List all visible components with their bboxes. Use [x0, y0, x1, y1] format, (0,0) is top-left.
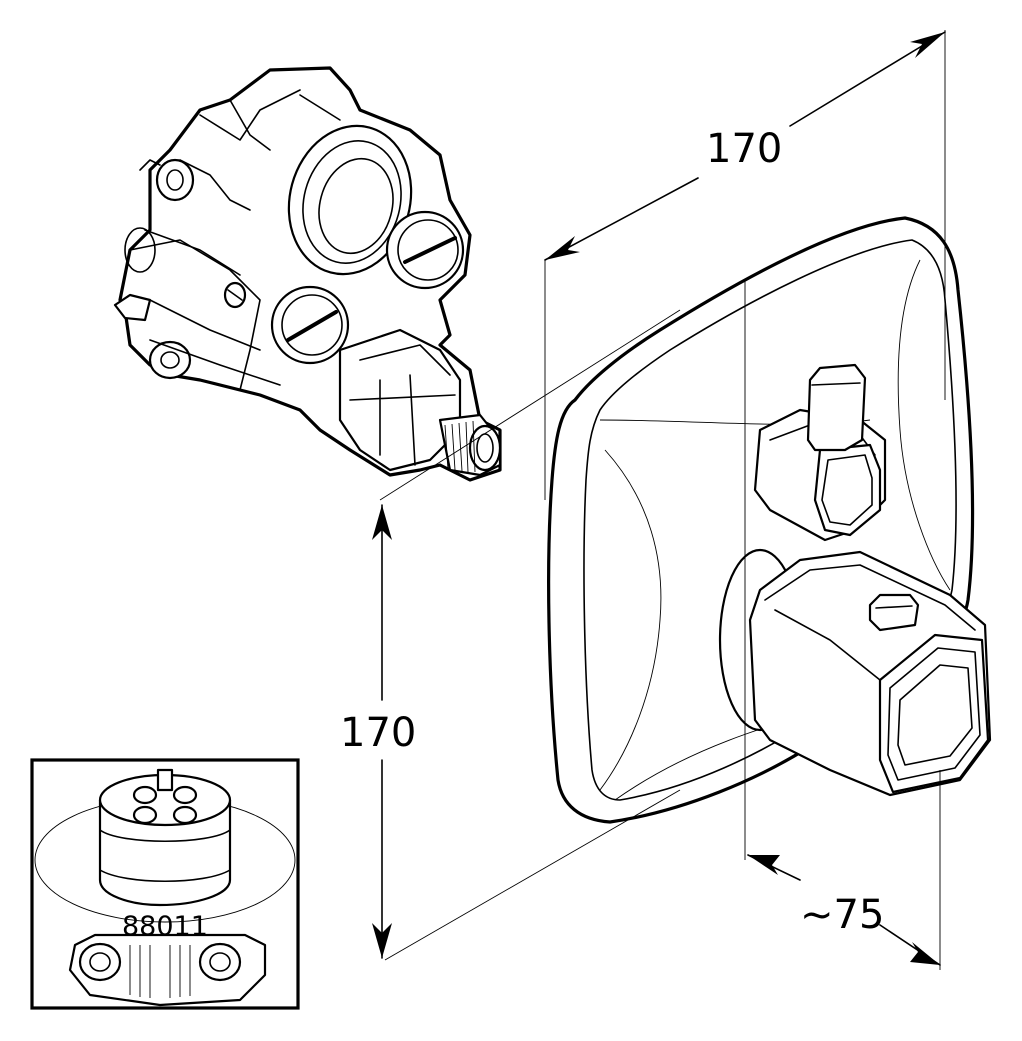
inset-part-number: 88011 — [122, 911, 208, 942]
arrowhead-left — [545, 236, 580, 260]
dimension-height-label: 170 — [340, 710, 416, 756]
dimension-depth-label: ~75 — [800, 892, 884, 938]
arrowhead-depth-right — [910, 942, 940, 965]
arrowhead-bottom — [372, 923, 392, 958]
trim-plate-drawing — [547, 216, 992, 824]
dimension-width-label: 170 — [706, 126, 782, 172]
valve-body-drawing — [113, 66, 502, 482]
arrowhead-right — [910, 32, 945, 58]
arrowhead-top — [372, 505, 392, 540]
arrowhead-depth-left — [748, 855, 780, 875]
inset-box: 88011 — [30, 758, 300, 1010]
dimension-lines: 170 170 ~75 — [340, 30, 946, 970]
